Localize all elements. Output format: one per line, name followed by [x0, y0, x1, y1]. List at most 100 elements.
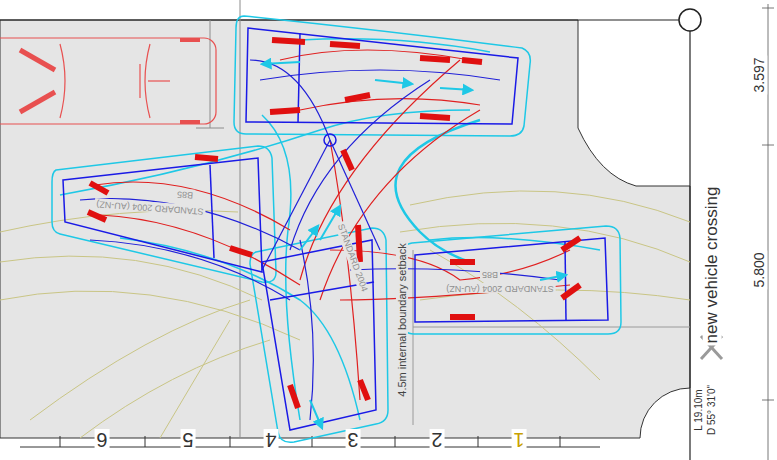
- bay-number: 6: [94, 429, 109, 451]
- trace-line: [160, 320, 230, 438]
- swept-edge: [300, 39, 490, 52]
- trace-line: [30, 300, 250, 420]
- direction-arrow: [310, 400, 322, 428]
- dimension-tick: [762, 8, 774, 9]
- bay-number: 5: [180, 429, 195, 451]
- boundary-line: [0, 19, 679, 20]
- body-tracks: [80, 60, 560, 420]
- bay-tick: [60, 436, 61, 447]
- bay-tick: [230, 436, 231, 447]
- body-track: [250, 60, 330, 140]
- setback-line: [413, 250, 414, 425]
- direction-arrow: [540, 275, 566, 280]
- wheel-mark: [450, 314, 475, 320]
- car-rear-window: [60, 44, 65, 118]
- vehicle-label: STANDARD 2004: [334, 221, 369, 295]
- clearance-envelope: [250, 228, 388, 442]
- clearance-envelope: [403, 226, 621, 334]
- trace-line: [80, 340, 270, 438]
- grid-line: [196, 128, 224, 129]
- pivot-point: [324, 134, 336, 146]
- crossing-label: new vehicle crossing: [703, 185, 722, 346]
- site-ground: [0, 20, 690, 438]
- trace-line: [410, 191, 690, 222]
- vehicle-outlines: [63, 28, 608, 430]
- car-body: [0, 38, 216, 124]
- wheel-mark: [562, 285, 580, 298]
- wheel-mark: [360, 380, 368, 400]
- wheel-mark: [562, 238, 580, 250]
- direction-arrow: [262, 62, 300, 64]
- vehicle-label: STANDARD 2004 (AU-NZ): [94, 198, 206, 216]
- wheel-mark: [88, 212, 106, 220]
- wheel-mark: [345, 95, 370, 100]
- wheel-mark: [343, 150, 352, 170]
- wheel-track: [300, 60, 460, 280]
- dimension-tick: [762, 145, 774, 146]
- wheel-mark: [90, 183, 108, 193]
- clearance-envelope: [52, 146, 276, 282]
- wheel-mark: [270, 110, 300, 112]
- direction-arrows: [262, 62, 566, 428]
- boundary-line: [689, 31, 690, 460]
- vehicle-outline: [63, 158, 262, 272]
- car-wheel: [180, 120, 200, 124]
- vehicle-windscreen: [210, 165, 214, 258]
- bay-tick: [395, 436, 396, 447]
- body-track: [90, 240, 290, 300]
- bay-number: 2: [429, 429, 444, 451]
- parked-car: [0, 38, 216, 124]
- wheel-mark: [462, 60, 482, 62]
- vehicle-outline: [246, 28, 518, 124]
- wheel-mark: [420, 116, 450, 118]
- dimension-label: 5.800: [752, 250, 767, 289]
- wheel-track: [330, 250, 570, 280]
- bay-tick: [560, 436, 561, 447]
- wheel-mark: [358, 225, 360, 262]
- vehicle-windscreen: [565, 242, 566, 320]
- clearance-envelope: [234, 16, 530, 136]
- car-wheel: [180, 38, 200, 42]
- boundary-peg: [679, 9, 701, 31]
- wheel-mark: [195, 157, 218, 159]
- vehicle-label: STANDARD 2004 (AU-NZ): [444, 283, 555, 293]
- car-wheel: [20, 92, 55, 112]
- wheel-mark: [230, 248, 252, 255]
- setback-label: 4.5m internal boundary setback: [396, 241, 408, 398]
- swept-edge: [396, 120, 481, 262]
- grid-line: [210, 20, 211, 128]
- body-track: [260, 70, 500, 80]
- wheel-mark: [290, 385, 298, 408]
- direction-arrow: [375, 80, 412, 84]
- body-track: [80, 199, 300, 250]
- bay-number: 3: [345, 429, 360, 451]
- vehicle-label: B85: [480, 269, 500, 279]
- bay-number: 4: [263, 429, 278, 451]
- body-track: [350, 269, 560, 280]
- car-axle: [139, 64, 140, 98]
- wheel-mark: [272, 40, 305, 42]
- wheel-mark: [420, 58, 450, 60]
- wheel-tracks: [95, 50, 570, 400]
- wheel-mark: [330, 44, 360, 46]
- grid-line: [240, 0, 241, 438]
- dimension-label: D 55° 31'0": [706, 383, 717, 437]
- direction-arrow: [300, 226, 318, 250]
- vehicle-label: B85: [175, 188, 196, 199]
- swept-edge: [120, 238, 360, 420]
- clearance-envelopes: [52, 16, 621, 442]
- vehicle-outline: [415, 238, 608, 322]
- dimension-label: L 19.10m: [693, 387, 704, 432]
- wheel-track: [280, 50, 470, 60]
- parking-traces: [0, 191, 690, 438]
- body-track: [290, 80, 430, 250]
- setback-line: [413, 327, 690, 328]
- car-wheel: [20, 50, 55, 70]
- trace-line: [430, 250, 600, 380]
- bay-tick: [145, 436, 146, 447]
- body-track: [300, 240, 313, 420]
- car-axle: [148, 80, 170, 81]
- bay-number: 1: [511, 429, 526, 451]
- dimension-tick: [762, 400, 774, 401]
